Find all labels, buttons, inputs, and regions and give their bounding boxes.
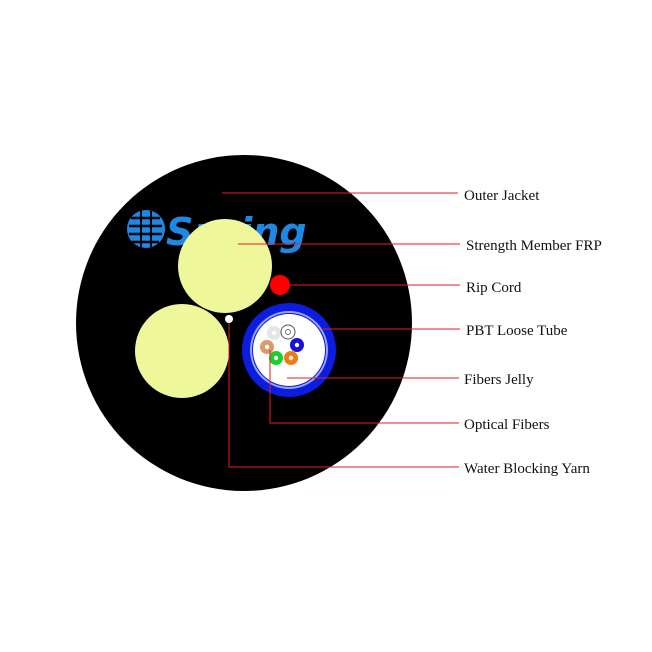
label-strength-member: Strength Member FRP bbox=[466, 238, 602, 254]
leader-optical-fibers bbox=[269, 350, 459, 424]
tube-edge-light bbox=[250, 311, 328, 389]
outer-jacket bbox=[76, 155, 412, 491]
optical-fibers bbox=[260, 324, 304, 365]
fiber-5 bbox=[269, 351, 283, 365]
fiber-3 bbox=[260, 340, 274, 354]
label-loose-tube: PBT Loose Tube bbox=[466, 323, 568, 339]
strength-member-top bbox=[178, 219, 272, 313]
rip-cord bbox=[270, 275, 290, 295]
fiber-4 bbox=[290, 338, 304, 352]
label-outer-jacket: Outer Jacket bbox=[464, 188, 540, 204]
fiber-1 bbox=[267, 326, 281, 340]
label-rip-cord: Rip Cord bbox=[466, 280, 522, 296]
label-water-blocking-yarn: Water Blocking Yarn bbox=[464, 461, 590, 477]
label-fibers-jelly: Fibers Jelly bbox=[464, 372, 534, 388]
strength-member-bottom bbox=[135, 304, 229, 398]
water-blocking-yarn bbox=[225, 315, 233, 323]
fiber-2 bbox=[280, 324, 296, 340]
leader-water-blocking-yarn bbox=[228, 323, 459, 468]
fiber-6 bbox=[284, 351, 298, 365]
globe-logo-icon bbox=[127, 210, 165, 248]
label-optical-fibers: Optical Fibers bbox=[464, 417, 550, 433]
